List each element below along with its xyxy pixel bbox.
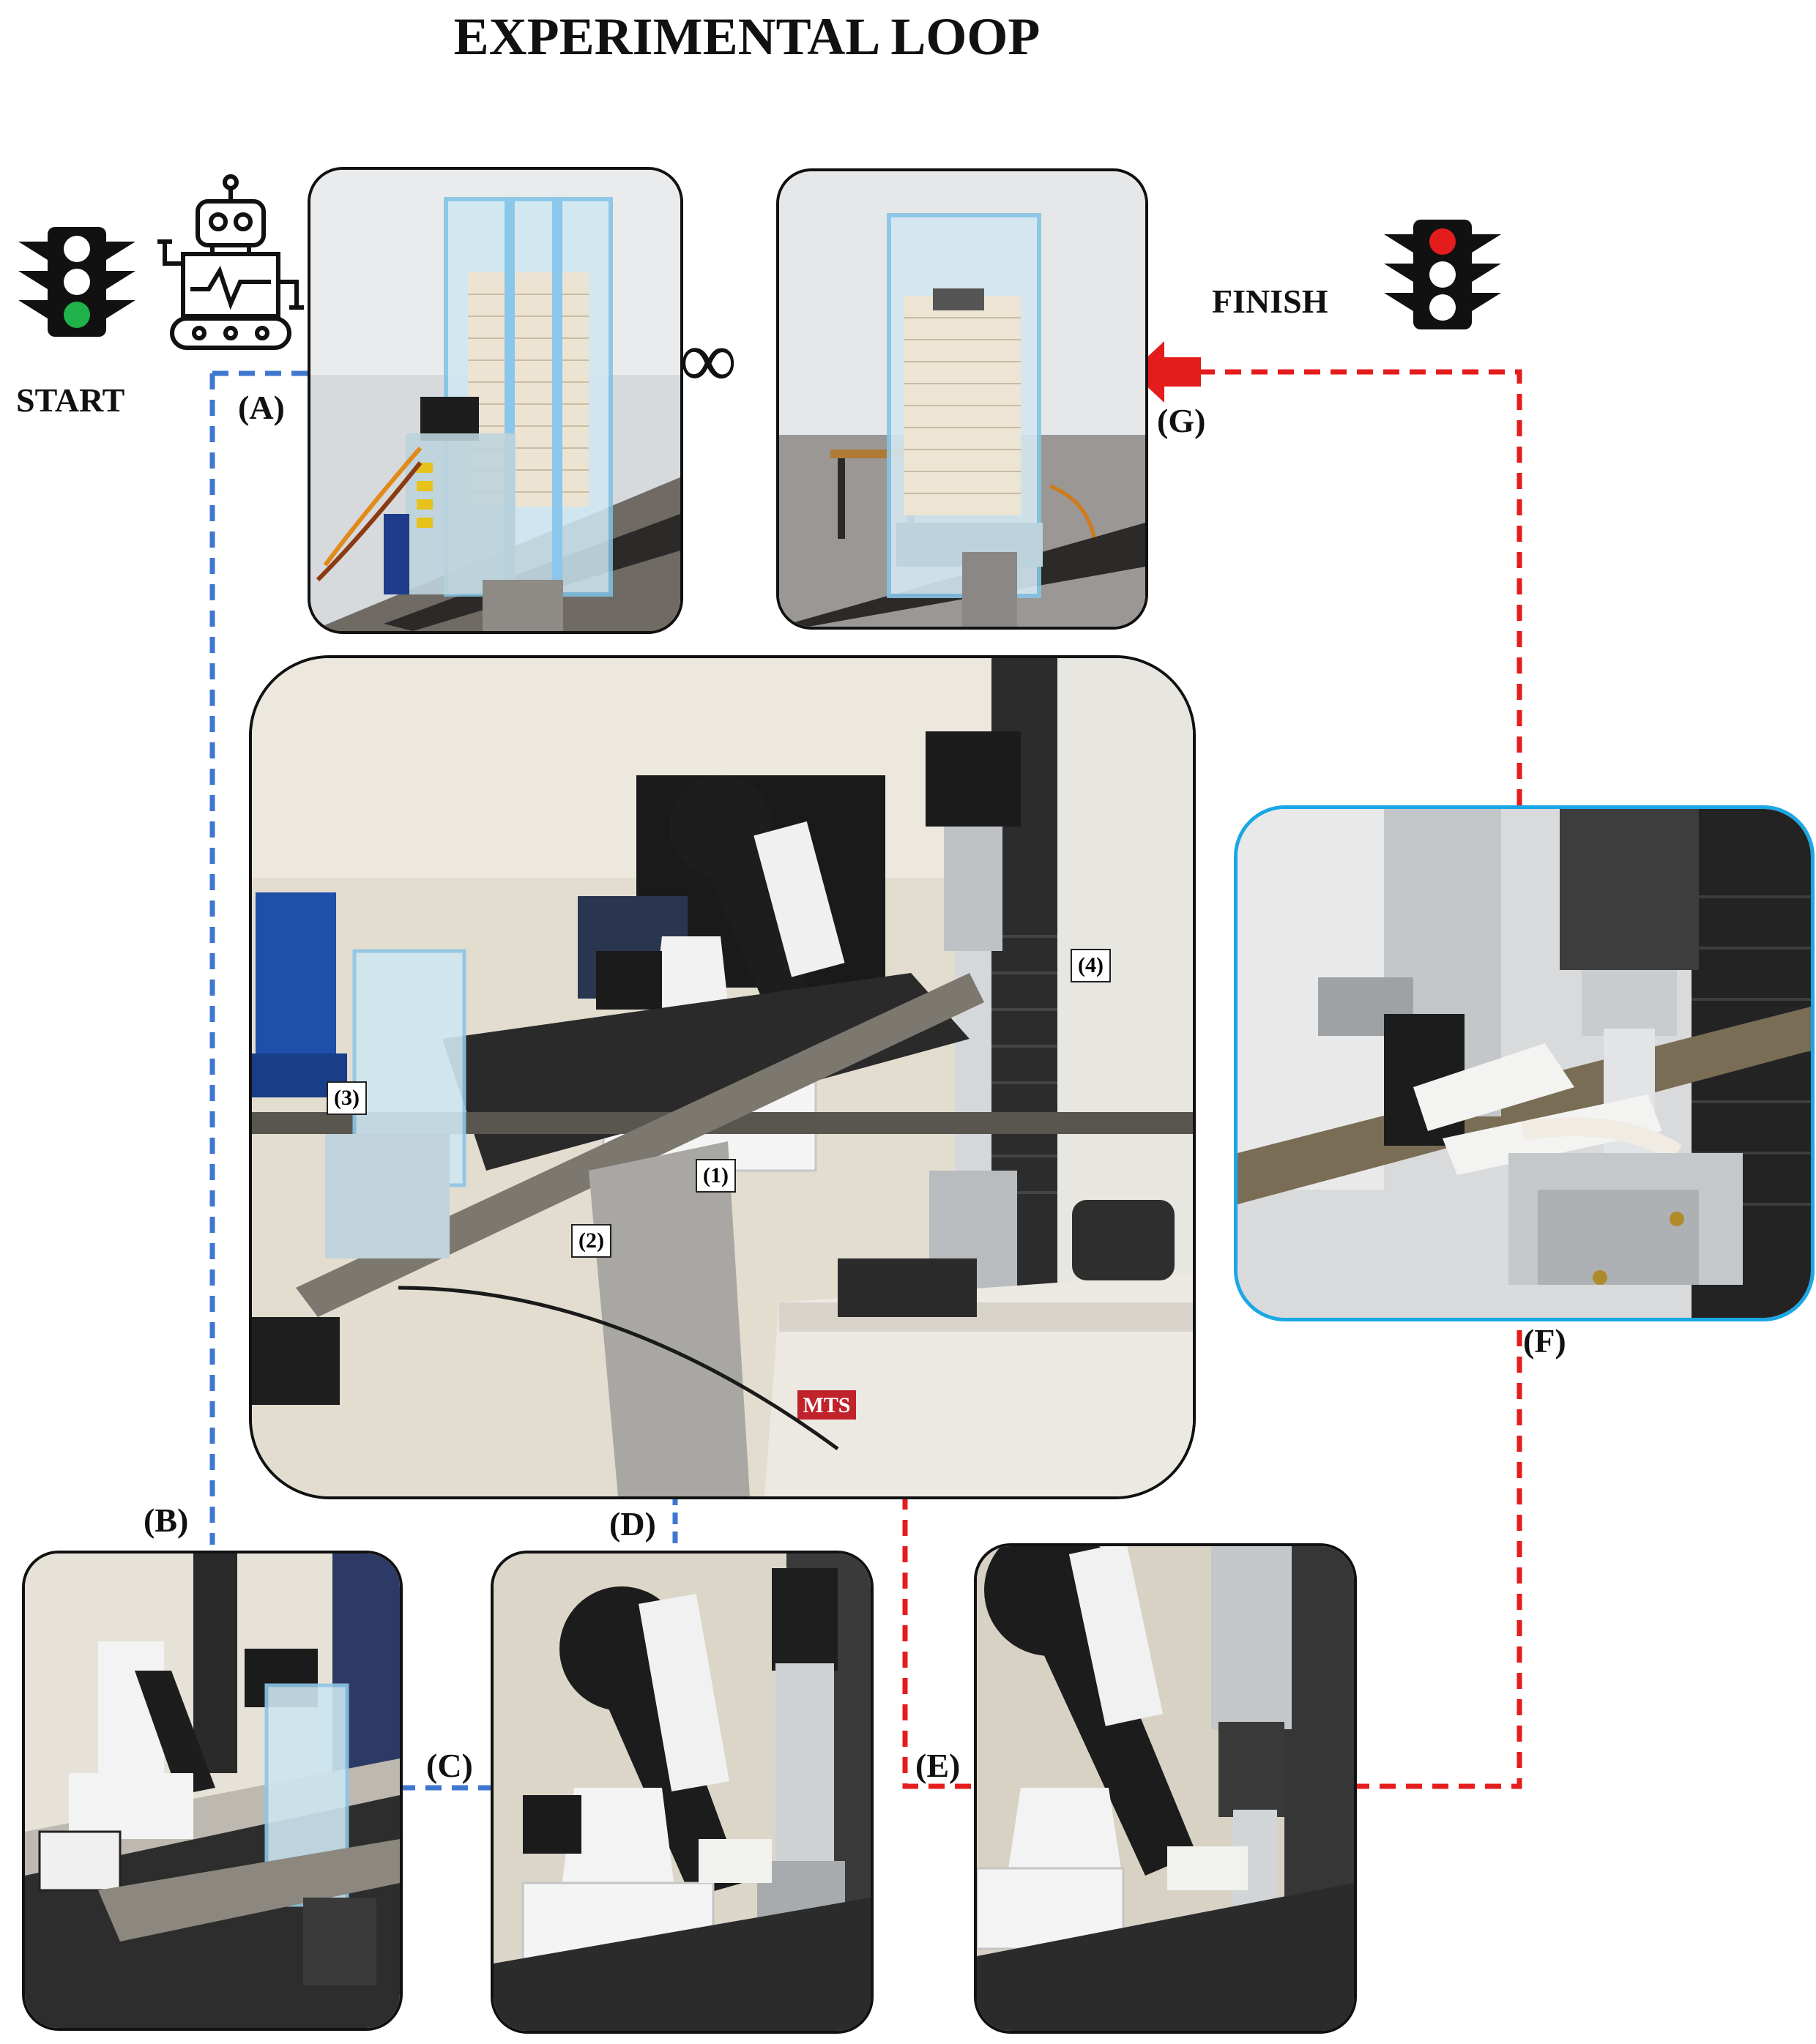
photo-g-magazine-finish (776, 168, 1148, 630)
photo-main-setup: MTS (249, 655, 1196, 1499)
callout-4: (4) (1071, 949, 1111, 982)
robot-icon (157, 174, 304, 350)
step-label-f: (F) (1523, 1322, 1566, 1359)
photo-a-magazine-start (308, 167, 683, 634)
step-label-c: (C) (426, 1747, 473, 1784)
red-path-de (902, 1493, 974, 1789)
photo-d-robot-positions-specimen (491, 1551, 874, 2034)
mts-brand-mark: MTS (803, 1393, 850, 1417)
traffic-light-red-icon (1384, 220, 1501, 329)
photo-e-specimen-test (974, 1543, 1357, 2034)
traffic-light-green-icon (18, 227, 135, 337)
step-label-e: (E) (915, 1747, 961, 1784)
step-label-b: (B) (144, 1502, 189, 1539)
red-path-fg (1183, 369, 1522, 805)
finish-label: FINISH (1212, 283, 1328, 320)
callout-2: (2) (571, 1224, 611, 1258)
callout-1: (1) (696, 1159, 736, 1193)
red-path-ef (1353, 1314, 1522, 1789)
step-label-d: (D) (609, 1505, 656, 1543)
arrow-left-red-icon (1131, 341, 1201, 403)
start-label: START (16, 381, 125, 419)
step-label-g: (G) (1157, 402, 1206, 439)
step-label-a: (A) (238, 389, 285, 426)
callout-3: (3) (327, 1081, 367, 1115)
photo-b-robot-loads-specimen (22, 1551, 403, 2031)
infinity-symbol: ∞ (680, 315, 737, 404)
photo-f-gripper-detail (1234, 805, 1815, 1321)
diagram-title: EXPERIMENTAL LOOP (453, 7, 1041, 66)
